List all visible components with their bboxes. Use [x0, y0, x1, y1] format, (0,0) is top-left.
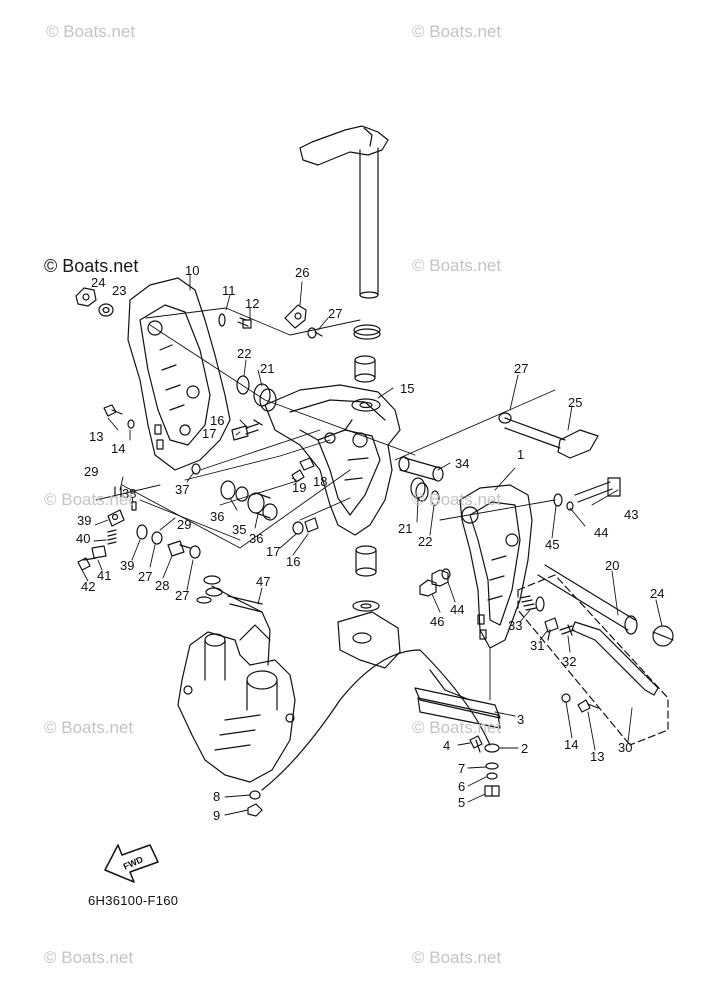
part-label: 30	[618, 740, 632, 755]
part-label: 27	[138, 569, 152, 584]
watermark: © Boats.net	[412, 948, 502, 967]
part-label: 14	[111, 441, 125, 456]
part-label: 42	[81, 579, 95, 594]
part-label: 33	[508, 618, 522, 633]
part-label: 12	[245, 296, 259, 311]
watermark: © Boats.net	[44, 490, 134, 509]
part-label: 28	[155, 578, 169, 593]
part-label: 17	[266, 544, 280, 559]
swivel-bracket	[264, 384, 401, 536]
watermark: © Boats.net	[44, 256, 139, 276]
trim-sender-box	[517, 574, 669, 746]
part-label: 21	[398, 521, 412, 536]
left-clamp-bracket	[127, 277, 231, 471]
part-label: 26	[295, 265, 309, 280]
bushing-stack	[351, 324, 381, 612]
part-label: 32	[562, 654, 576, 669]
part-label: 24	[650, 586, 664, 601]
part-label: 38	[122, 486, 136, 501]
swivel-lower-arm	[337, 611, 401, 669]
part-label: 41	[97, 568, 111, 583]
part-label: 4	[443, 738, 450, 753]
part-label: 25	[568, 395, 582, 410]
part-label: 11	[222, 283, 236, 298]
part-label: 40	[76, 531, 90, 546]
steering-shaft	[299, 125, 389, 299]
fwd-label: FWD	[122, 854, 145, 872]
part-label: 29	[84, 464, 98, 479]
part-label: 34	[455, 456, 469, 471]
right-clamp-bracket	[459, 484, 533, 649]
pivot-pin	[398, 456, 444, 482]
part-label: 22	[237, 346, 251, 361]
part-label: 23	[112, 283, 126, 298]
watermark: © Boats.net	[46, 22, 136, 41]
part-label: 39	[77, 513, 91, 528]
part-label: 31	[530, 638, 544, 653]
part-label: 16	[286, 554, 300, 569]
watermark: © Boats.net	[44, 948, 134, 967]
fwd-arrow	[104, 844, 159, 883]
diagram-code: 6H36100-F160	[88, 893, 179, 908]
part-label: 24	[91, 275, 105, 290]
part-label: 6	[458, 779, 465, 794]
part-label: 2	[521, 741, 528, 756]
part-label: 46	[430, 614, 444, 629]
part-label: 1	[517, 447, 524, 462]
trim-rod	[498, 412, 599, 459]
tilt-cylinder-unit	[177, 624, 296, 783]
thrust-block	[284, 304, 307, 329]
part-label: 10	[185, 263, 199, 278]
part-label: 44	[450, 602, 464, 617]
part-label: 27	[514, 361, 528, 376]
part-label: 43	[624, 507, 638, 522]
part-label: 39	[120, 558, 134, 573]
part-label: 8	[213, 789, 220, 804]
watermark: © Boats.net	[412, 22, 502, 41]
part-label: 36	[210, 509, 224, 524]
part-label: 17	[202, 426, 216, 441]
part-label: 16	[210, 413, 224, 428]
part-label: 27	[175, 588, 189, 603]
part-label: 44	[594, 525, 608, 540]
watermark: © Boats.net	[412, 256, 502, 275]
part-label: 29	[177, 517, 191, 532]
part-labels: 10 24 23 11 12 26 27 22 21 15 27 25 13 1…	[76, 263, 664, 823]
part-label: 5	[458, 795, 465, 810]
part-label: 45	[545, 537, 559, 552]
watermark: © Boats.net	[412, 490, 502, 509]
part-label: 9	[213, 808, 220, 823]
trim-sender-wire	[196, 575, 271, 666]
ground-lead	[261, 649, 491, 791]
part-label: 13	[590, 749, 604, 764]
anode	[414, 687, 501, 729]
part-label: 3	[517, 712, 524, 727]
part-label: 14	[564, 737, 578, 752]
part-label: 13	[89, 429, 103, 444]
part-label: 37	[175, 482, 189, 497]
reference-lines	[95, 307, 556, 701]
part-label: 36	[249, 531, 263, 546]
tilt-tube	[537, 564, 674, 647]
part-label: 15	[400, 381, 414, 396]
part-label: 7	[458, 761, 465, 776]
watermark: © Boats.net	[412, 718, 502, 737]
part-label: 47	[256, 574, 270, 589]
bolt-43	[574, 477, 621, 503]
part-label: 35	[232, 522, 246, 537]
part-label: 20	[605, 558, 619, 573]
leader-lines	[81, 274, 663, 816]
part-label: 21	[260, 361, 274, 376]
part-label: 22	[418, 534, 432, 549]
watermark: © Boats.net	[44, 718, 134, 737]
part-label: 19	[292, 480, 306, 495]
part-label: 27	[328, 306, 342, 321]
part-label: 18	[313, 474, 327, 489]
